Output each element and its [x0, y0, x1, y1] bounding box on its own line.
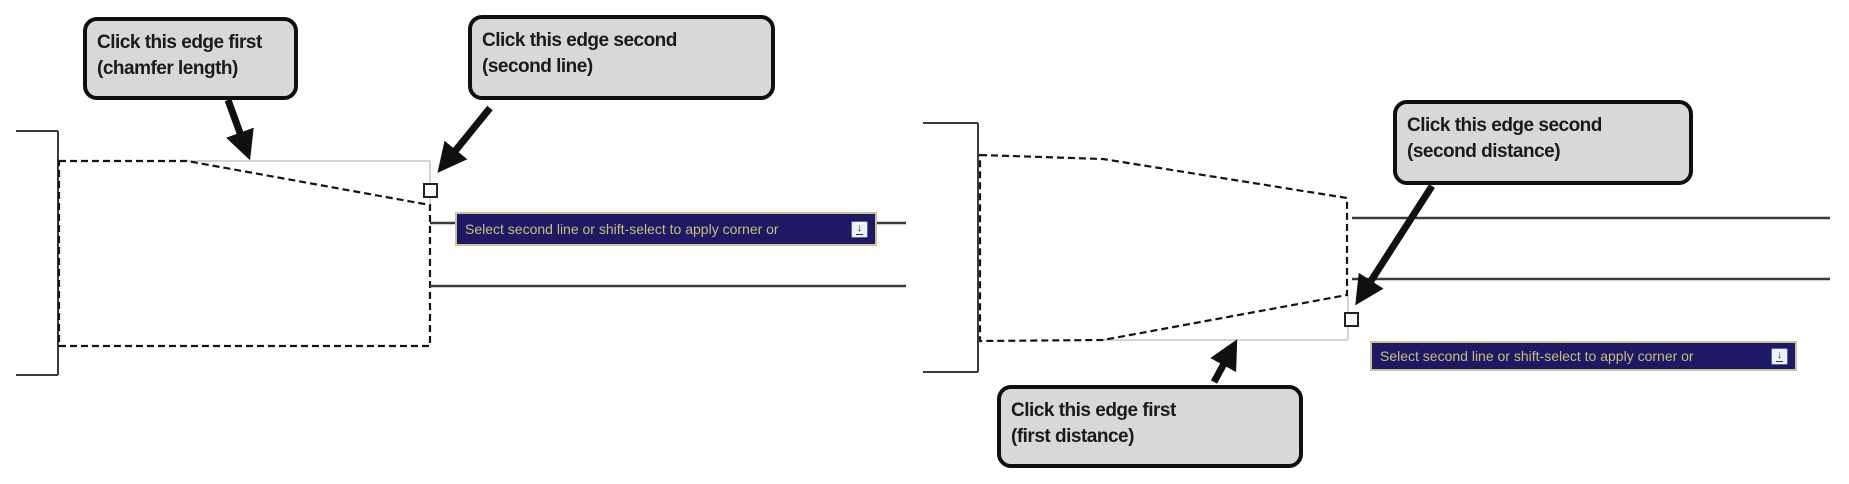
right-shaft-shoulder-lines: [923, 122, 979, 373]
right-chamfer-preview-outline[interactable]: [978, 153, 1349, 343]
down-arrow-key-icon[interactable]: ↓: [1771, 347, 1788, 365]
callout-right-first: Click this edge first (first distance): [997, 385, 1303, 468]
callout-text-line: Click this edge first: [1011, 400, 1176, 421]
pick-box-cursor: [1344, 312, 1359, 327]
right-adjacent-shaft-lines[interactable]: [1352, 216, 1830, 281]
tooltip-text: Select second line or shift-select to ap…: [465, 221, 779, 237]
left-original-corner-lines: [187, 160, 431, 203]
callout-text-line: Click this edge second: [1407, 115, 1602, 136]
down-arrow-key-icon[interactable]: ↓: [851, 220, 868, 238]
callout-text-line: (first distance): [1011, 426, 1134, 447]
arrow-to-first-distance-edge: [1210, 339, 1238, 384]
callout-left-first: Click this edge first (chamfer length): [83, 17, 298, 100]
callout-text-line: (second line): [482, 56, 593, 77]
left-chamfer-preview-outline[interactable]: [57, 159, 432, 348]
callout-right-second: Click this edge second (second distance): [1393, 100, 1693, 185]
tooltip-text: Select second line or shift-select to ap…: [1380, 348, 1694, 364]
dynamic-input-tooltip: Select second line or shift-select to ap…: [1370, 341, 1797, 371]
callout-text-line: (second distance): [1407, 141, 1561, 162]
callout-left-second: Click this edge second (second line): [468, 15, 775, 100]
arrow-to-second-line: [437, 105, 493, 173]
arrow-to-second-distance-edge: [1355, 184, 1435, 306]
pick-box-cursor: [423, 183, 438, 198]
callout-text-line: Click this edge second: [482, 30, 677, 51]
callout-text-line: Click this edge first: [97, 32, 262, 53]
callout-text-line: (chamfer length): [97, 58, 238, 79]
left-shaft-shoulder-lines: [16, 130, 59, 376]
dynamic-input-tooltip: Select second line or shift-select to ap…: [455, 212, 877, 246]
arrow-to-chamfer-edge: [224, 98, 254, 161]
